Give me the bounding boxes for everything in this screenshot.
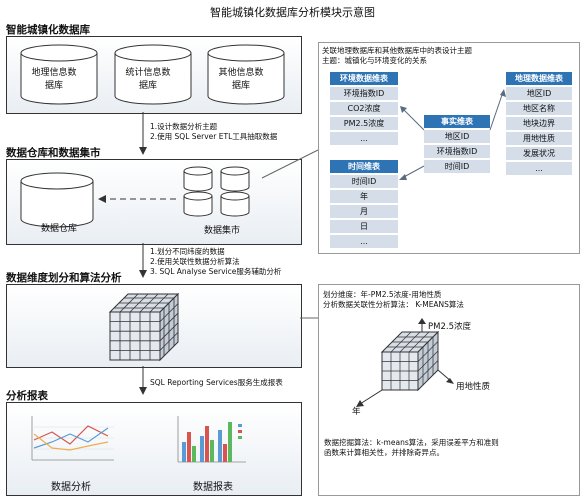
arrow-down-2 [139, 243, 147, 278]
cylinder-other [207, 44, 285, 105]
data-cube-icon [108, 292, 180, 362]
section-reports-heading: 分析报表 [6, 390, 48, 402]
bar-chart-icon [177, 416, 246, 463]
env-row: CO2浓度 [330, 102, 398, 115]
report-label-table: 数据报表 [193, 482, 233, 493]
mart-label: 数据集市 [203, 226, 240, 236]
axis-label-z: PM2.5浓度 [428, 322, 471, 332]
step-text: 2.使用 SQL Server ETL工具抽取数据 [150, 132, 278, 141]
section-warehouse-heading: 数据仓库和数据集市 [6, 147, 101, 159]
mart-cylinders [183, 166, 250, 217]
cylinder-geo [20, 44, 98, 105]
time-row: 月 [330, 205, 398, 218]
step-text: 1.设计数据分析主题 [150, 122, 218, 131]
env-dimension-table: 环境数据维表 环境指数ID CO2浓度 PM2.5浓度 ... [330, 72, 398, 145]
db-label-other: 其他信息数据库 [218, 68, 264, 91]
arrow-down-3 [139, 366, 147, 395]
analysis-cube-icon [356, 318, 454, 407]
geo-row: 用地性质 [506, 132, 572, 145]
geo-row: 地区名称 [506, 102, 572, 115]
env-row: PM2.5浓度 [330, 117, 398, 130]
warehouse-cylinder [20, 172, 94, 228]
cylinder-stat [114, 44, 192, 105]
db-label-geo: 地理信息数据库 [31, 68, 77, 91]
step-text: 3. SQL Analyse Service服务辅助分析 [150, 267, 282, 276]
schema-notes: 关联地理数据库和其他数据库中的表设计主题 主题：城镇化与环境变化的关系 [322, 46, 472, 66]
db-label-stat: 统计信息数据库 [125, 68, 171, 91]
time-row: 时间ID [330, 175, 398, 188]
line-chart-icon [31, 416, 114, 461]
geo-dimension-table: 地理数据维表 地区ID 地区名称 地块边界 用地性质 发展状况 ... [506, 72, 572, 175]
axis-label-x: 用地性质 [456, 382, 491, 392]
geo-table-title: 地理数据维表 [506, 72, 572, 85]
geo-row: ... [506, 162, 572, 175]
geo-row: 地块边界 [506, 117, 572, 130]
step-text: 2.使用关联性数据分析算法 [150, 257, 240, 266]
fact-table-title: 事实维表 [424, 115, 490, 128]
section-dimension-heading: 数据维度划分和算法分析 [6, 272, 122, 284]
analysis-algorithm-text: 分析数据关联性分析算法： K-MEANS算法 [323, 300, 464, 309]
analysis-footer: 数据挖掘算法：k-means算法，采用误差平方和准则 函数来计算相关性，并排除奇… [324, 438, 499, 458]
steps-etl: 1.设计数据分析主题 2.使用 SQL Server ETL工具抽取数据 [150, 122, 277, 142]
env-row: 环境指数ID [330, 87, 398, 100]
time-row: 年 [330, 190, 398, 203]
geo-row: 发展状况 [506, 147, 572, 160]
analysis-footer-text: 函数来计算相关性，并排除奇异点。 [324, 448, 444, 457]
time-row: 日 [330, 220, 398, 233]
env-row: ... [330, 132, 398, 145]
time-row: ... [330, 235, 398, 248]
fact-row: 时间ID [424, 160, 490, 173]
step-reporting: SQL Reporting Services服务生成报表 [150, 378, 283, 387]
schema-note: 主题：城镇化与环境变化的关系 [322, 56, 427, 65]
analysis-panel [318, 284, 580, 496]
analysis-dimension-text: 划分维度：年-PM2.5浓度-用地性质 [323, 290, 442, 299]
step-text: 1.划分不同纬度的数据 [150, 247, 225, 256]
diagram-title: 智能城镇化数据库分析模块示意图 [210, 6, 375, 19]
time-dimension-table: 时间维表 时间ID 年 月 日 ... [330, 160, 398, 248]
fact-row: 环境指数ID [424, 145, 490, 158]
fact-dimension-table: 事实维表 地区ID 环境指数ID 时间ID [424, 115, 490, 173]
steps-analysis: 1.划分不同纬度的数据 2.使用关联性数据分析算法 3. SQL Analyse… [150, 247, 281, 277]
warehouse-graphics [20, 166, 250, 228]
database-cylinders [20, 44, 285, 105]
schema-note: 关联地理数据库和其他数据库中的表设计主题 [322, 46, 472, 55]
arrow-down-1 [139, 112, 147, 155]
y-axis-arrow [359, 389, 383, 405]
fact-row: 地区ID [424, 130, 490, 143]
axis-label-y: 年 [352, 407, 361, 417]
geo-row: 地区ID [506, 87, 572, 100]
time-table-title: 时间维表 [330, 160, 398, 173]
report-label-analysis: 数据分析 [51, 482, 91, 493]
analysis-header: 划分维度：年-PM2.5浓度-用地性质 分析数据关联性分析算法： K-MEANS… [323, 290, 464, 310]
warehouse-label: 数据仓库 [40, 224, 77, 234]
env-table-title: 环境数据维表 [330, 72, 398, 85]
analysis-footer-text: 数据挖掘算法：k-means算法，采用误差平方和准则 [324, 438, 499, 447]
section-databases-heading: 智能城镇化数据库 [6, 24, 90, 36]
